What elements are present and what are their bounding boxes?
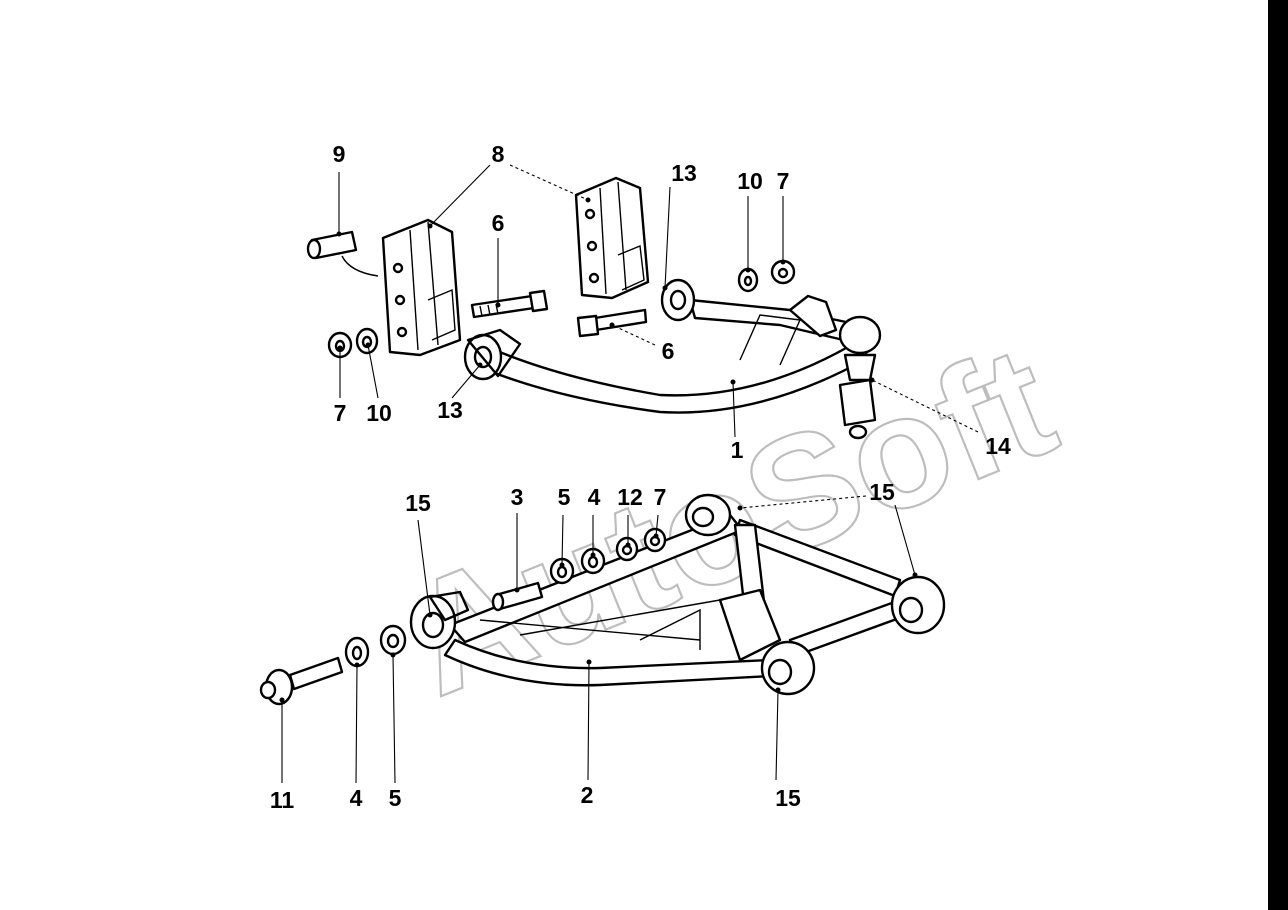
callout-14: 14 bbox=[985, 433, 1011, 459]
part-10-washer-upper-right bbox=[737, 267, 759, 293]
part-12-washer bbox=[615, 536, 639, 562]
callout-15-left: 15 bbox=[405, 490, 431, 516]
callout-11: 11 bbox=[270, 787, 295, 813]
leader-lines bbox=[279, 164, 979, 784]
part-6-bolt-lower bbox=[576, 308, 648, 338]
callout-10-left: 10 bbox=[366, 400, 392, 426]
part-5-washer-b bbox=[379, 624, 407, 656]
callout-13-upper: 13 bbox=[671, 160, 697, 186]
callout-labels: 9 8 6 13 10 7 7 10 13 6 1 14 15 3 5 4 12… bbox=[270, 141, 1011, 813]
part-1-upper-arm bbox=[463, 278, 882, 440]
right-edge-bar bbox=[1268, 0, 1288, 910]
part-7-nut-upper-right bbox=[770, 259, 796, 285]
callout-4-lower: 4 bbox=[350, 785, 363, 811]
callout-10-upper: 10 bbox=[737, 168, 763, 194]
part-8-bracket-left bbox=[381, 218, 462, 357]
part-10-washer-upper-left bbox=[355, 327, 379, 355]
part-4-washer-a bbox=[580, 547, 606, 575]
callout-12: 12 bbox=[617, 484, 643, 510]
callout-13-left: 13 bbox=[437, 397, 463, 423]
part-6-bolt-upper bbox=[470, 289, 549, 319]
callout-5-upper: 5 bbox=[558, 484, 571, 510]
part-4-washer-b bbox=[344, 636, 370, 668]
callout-7-left: 7 bbox=[334, 400, 347, 426]
callout-4-upper: 4 bbox=[588, 484, 601, 510]
callout-6-lower: 6 bbox=[662, 338, 675, 364]
callout-3: 3 bbox=[511, 484, 524, 510]
callout-15-bottom: 15 bbox=[775, 785, 801, 811]
callout-1: 1 bbox=[731, 437, 744, 463]
part-8-bracket-right bbox=[574, 176, 650, 300]
part-2-lower-arm bbox=[409, 493, 946, 696]
callout-9: 9 bbox=[333, 141, 346, 167]
callout-8: 8 bbox=[492, 141, 505, 167]
part-11-bolt bbox=[259, 656, 344, 706]
callout-2: 2 bbox=[581, 782, 594, 808]
callout-15-right: 15 bbox=[869, 479, 895, 505]
callout-5-lower: 5 bbox=[389, 785, 402, 811]
callout-6-upper: 6 bbox=[492, 210, 505, 236]
callout-7-lower: 7 bbox=[654, 484, 667, 510]
part-9-pin bbox=[306, 230, 379, 277]
part-3-pin bbox=[491, 581, 544, 612]
part-5-washer-a bbox=[549, 557, 575, 585]
part-7-nut-lower bbox=[643, 527, 667, 553]
callout-7-upper: 7 bbox=[777, 168, 790, 194]
